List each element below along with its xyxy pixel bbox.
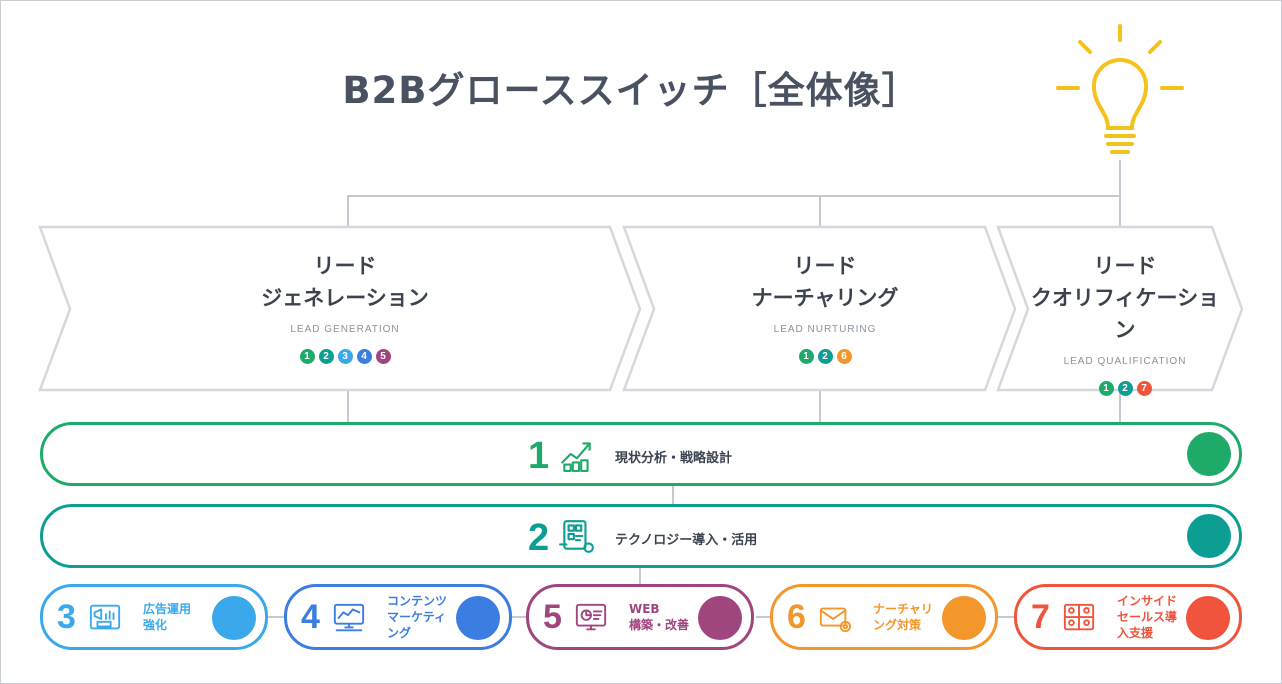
step-number: 4 — [301, 598, 320, 636]
step-badge-6: 6 — [836, 349, 852, 364]
stage-subtitle: LEAD QUALIFICATION — [1063, 356, 1187, 367]
tech-device-icon — [558, 517, 596, 559]
step-badge-1: 1 — [798, 349, 814, 364]
step-number: 6 — [787, 598, 806, 636]
stage-chevron-nurturing — [622, 225, 1017, 392]
step-number: 3 — [57, 598, 76, 636]
step-badge-2: 2 — [817, 349, 833, 364]
step-badge-3: 3 — [337, 349, 353, 364]
growth-chart-icon — [558, 435, 596, 477]
step-badge-1: 1 — [1098, 381, 1114, 396]
video-call-icon — [1062, 601, 1096, 639]
step-label: 現状分析・戦略設計 — [615, 451, 733, 466]
step-dot — [942, 596, 986, 640]
step-label: ナーチャリ ング対策 — [873, 602, 933, 632]
step-dot — [212, 596, 256, 640]
step-pill-3: 3 広告運用 強化 — [40, 584, 268, 650]
stage-subtitle: LEAD GENERATION — [290, 324, 400, 335]
step-label: インサイド セールス導 入支援 — [1117, 594, 1178, 640]
ad-megaphone-icon — [88, 601, 122, 639]
step-label: コンテンツ マーケティ ング — [387, 594, 448, 640]
lightbulb-icon — [1056, 24, 1184, 154]
step-number: 1 — [528, 435, 550, 477]
mail-gear-icon — [818, 601, 852, 639]
stage-title: リード ジェネレーション — [261, 254, 429, 310]
stage-title: リード ナーチャリング — [751, 254, 899, 310]
step-dot — [698, 596, 742, 640]
step-bar-2: 2 テクノロジー導入・活用 — [40, 504, 1242, 568]
stage-chevron-qualification — [996, 225, 1244, 392]
step-label: WEB 構築・改善 — [629, 602, 690, 632]
step-badge-2: 2 — [318, 349, 334, 364]
page-title: B2Bグローススイッチ［全体像］ — [342, 69, 920, 112]
step-badge-7: 7 — [1136, 381, 1152, 396]
step-pill-4: 4 コンテンツ マーケティ ング — [284, 584, 512, 650]
monitor-chart-icon — [332, 601, 366, 639]
step-dot — [1187, 432, 1231, 476]
step-pill-6: 6 ナーチャリ ング対策 — [770, 584, 998, 650]
step-number: 7 — [1031, 598, 1050, 636]
step-pill-5: 5 WEB 構築・改善 — [526, 584, 754, 650]
step-dot — [456, 596, 500, 640]
step-badge-2: 2 — [1117, 381, 1133, 396]
step-dot — [1186, 596, 1230, 640]
step-pill-7: 7 インサイド セールス導 入支援 — [1014, 584, 1242, 650]
step-bar-1: 1 現状分析・戦略設計 — [40, 422, 1242, 486]
step-number: 5 — [543, 598, 562, 636]
web-screen-icon — [574, 601, 608, 639]
step-number: 2 — [528, 517, 550, 559]
step-dot — [1187, 514, 1231, 558]
step-badge-5: 5 — [375, 349, 391, 364]
stage-title: リード クオリフィケーション — [1030, 254, 1220, 342]
step-label: 広告運用 強化 — [143, 602, 192, 632]
stage-chevron-generation — [38, 225, 642, 392]
step-label: テクノロジー導入・活用 — [615, 533, 758, 548]
step-badge-4: 4 — [356, 349, 372, 364]
step-badge-1: 1 — [299, 349, 315, 364]
stage-subtitle: LEAD NURTURING — [773, 324, 877, 335]
